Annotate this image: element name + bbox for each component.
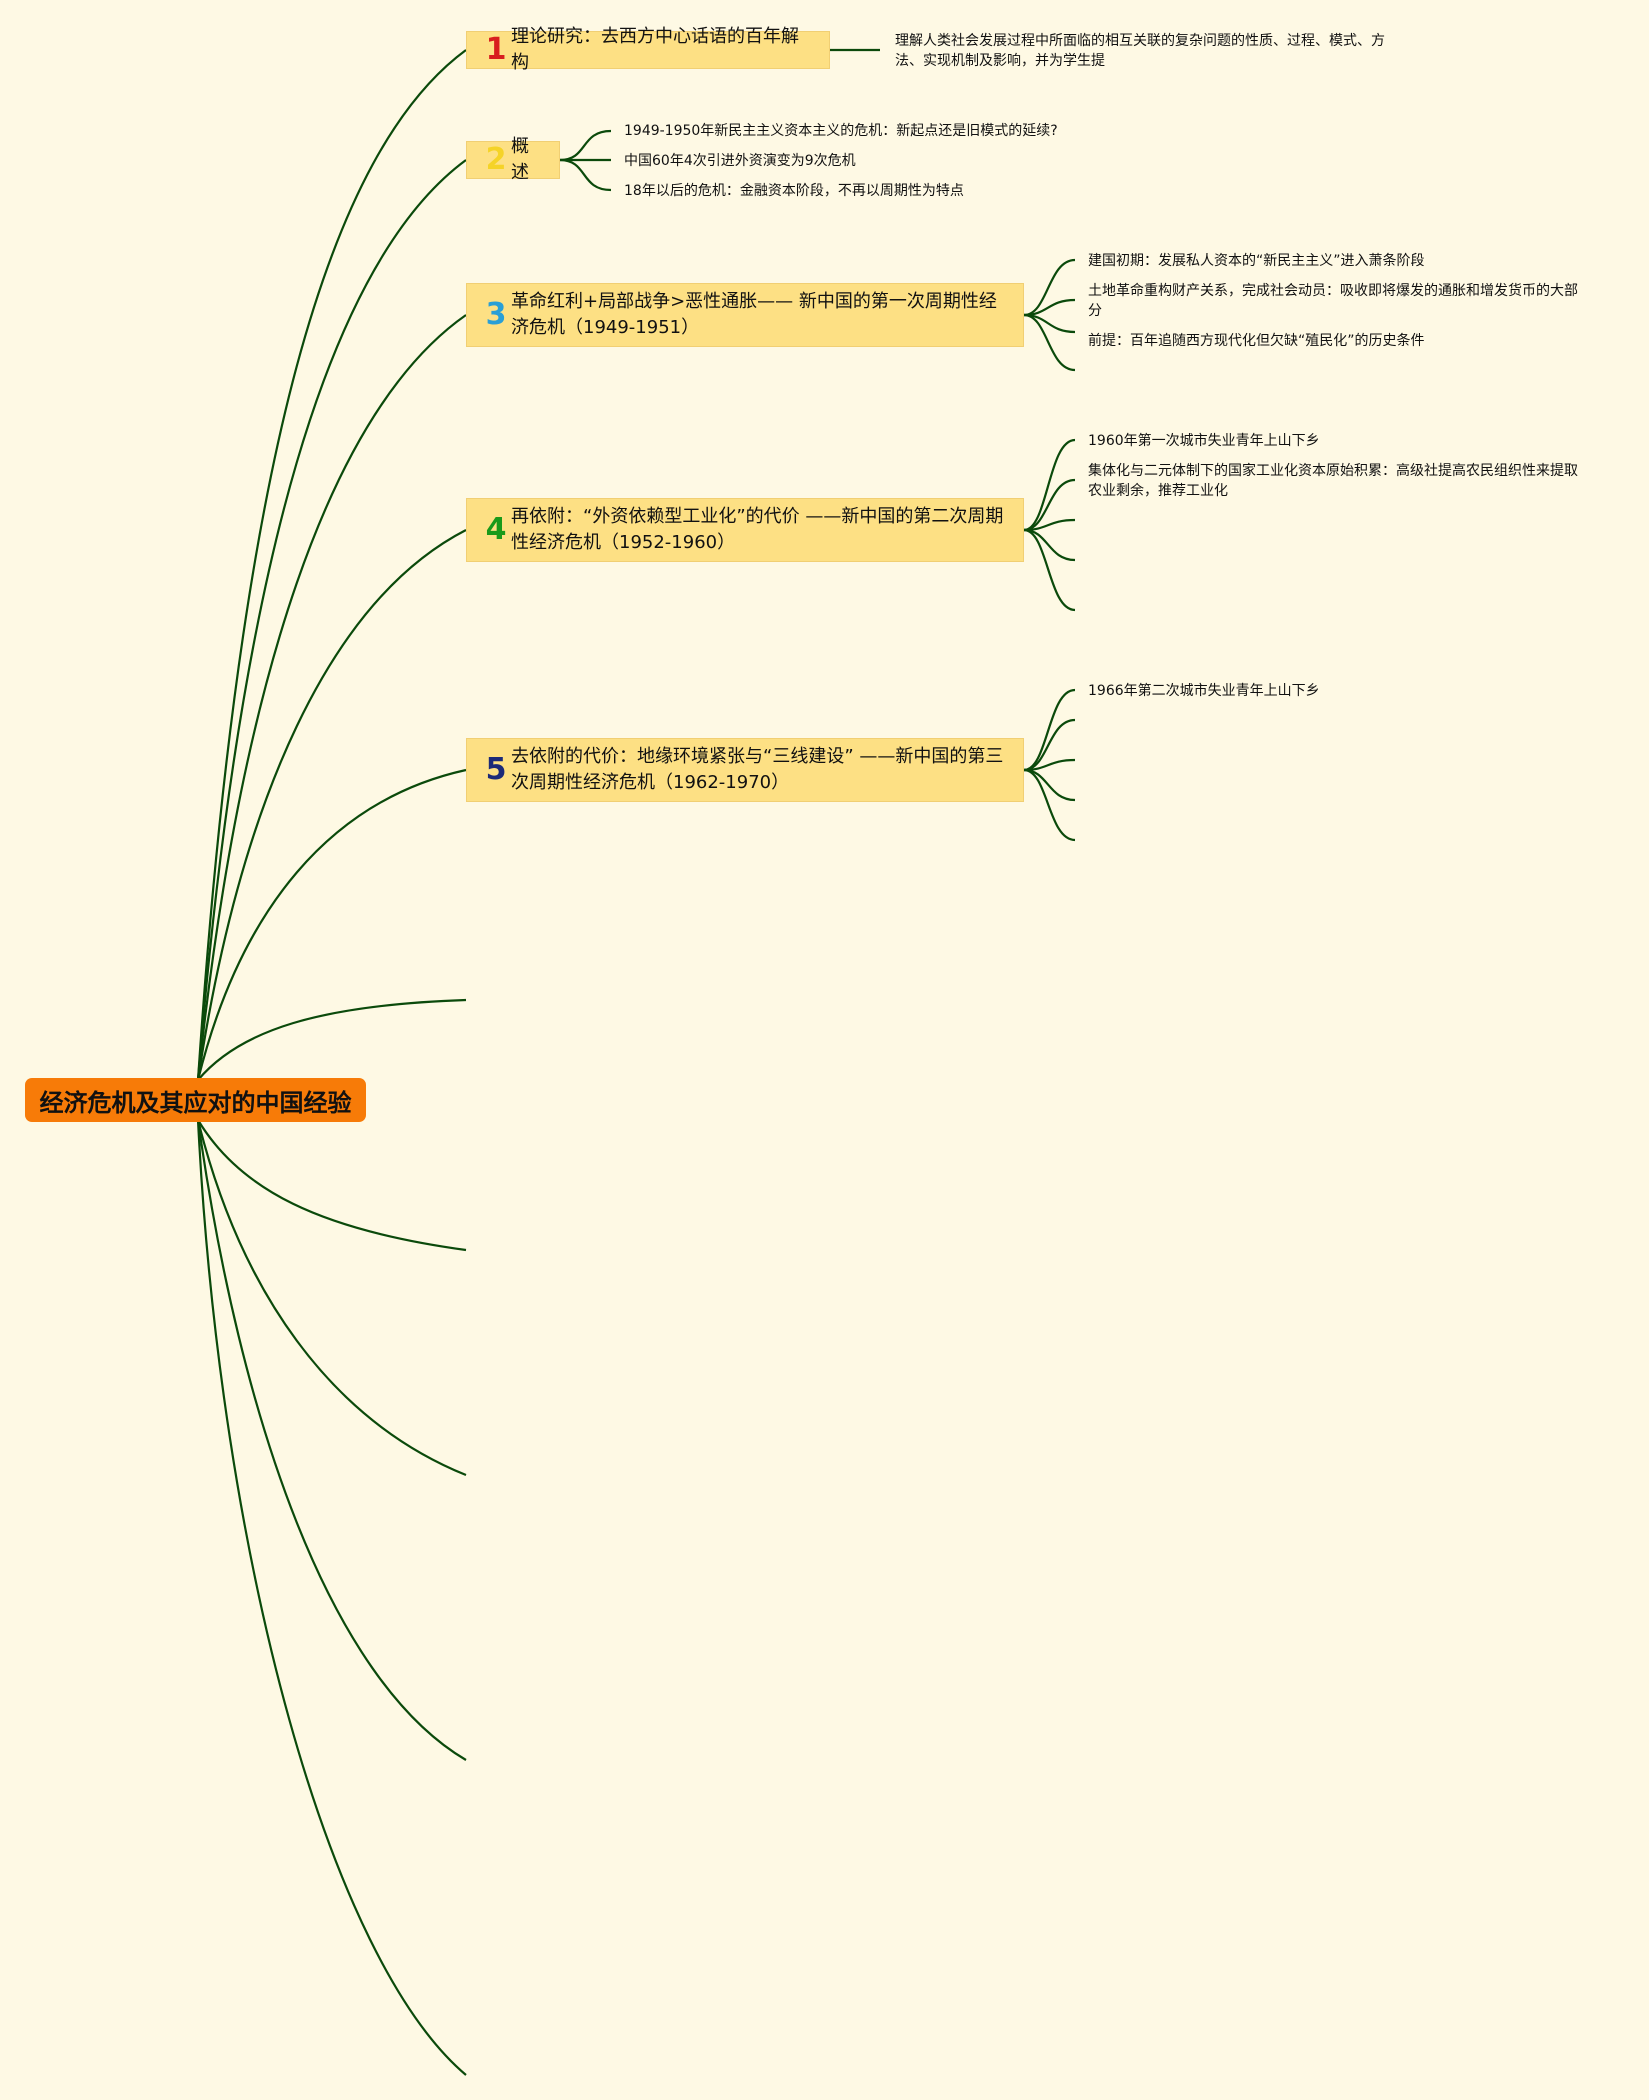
topic-3-child-3[interactable]: 前提：百年追随西方现代化但欠缺“殖民化”的历史条件 (1088, 333, 1425, 349)
root-topic-label: 经济危机及其应对的中国经验 (39, 1088, 352, 1117)
topic-3-child-line-4 (1023, 313, 1076, 372)
topic-5-child-line-1 (1023, 688, 1076, 772)
topic-2[interactable]: 2 概述 (466, 136, 560, 183)
topic-2-child-1[interactable]: 1949-1950年新民主主义资本主义的危机：新起点还是旧模式的延续? (624, 123, 1058, 139)
root-branch-topic-5 (196, 768, 467, 1081)
root-topic[interactable]: 经济危机及其应对的中国经验 (25, 1078, 366, 1122)
topic-1-child-1[interactable]: 理解人类社会发展过程中所面临的相互关联的复杂问题的性质、过程、模式、方法、实现机… (895, 33, 1385, 69)
root-branch-empty-10 (196, 1119, 467, 2076)
topic-4-label: 再依附：“外资依赖型工业化”的代价 ——新中国的第二次周期性经济危机（1952-… (511, 506, 1004, 553)
topic-5-child-line-2 (1023, 718, 1076, 772)
topic-2-child-line-1 (559, 129, 612, 162)
topic-2-child-2[interactable]: 中国60年4次引进外资演变为9次危机 (624, 153, 856, 169)
root-branch-topic-2 (196, 159, 467, 1081)
topic-5-child-line-5 (1023, 768, 1076, 842)
root-branch-topic-4 (196, 529, 467, 1081)
topic-3-label: 革命红利+局部战争>恶性通胀—— 新中国的第一次周期性经济危机（1949-195… (511, 291, 997, 338)
topic-4-child-1[interactable]: 1960年第一次城市失业青年上山下乡 (1088, 433, 1320, 449)
number-1-icon: 1 (485, 32, 507, 67)
topic-5-child-line-4 (1023, 768, 1076, 802)
root-branch-empty-6 (197, 998, 467, 1081)
topic-3[interactable]: 3 革命红利+局部战争>恶性通胀—— 新中国的第一次周期性经济危机（1949-1… (466, 283, 1024, 347)
topic-3-child-2[interactable]: 土地革命重构财产关系，完成社会动员：吸收即将爆发的通胀和增发货币的大部分 (1088, 283, 1578, 319)
topic-4[interactable]: 4 再依附：“外资依赖型工业化”的代价 ——新中国的第二次周期性经济危机（195… (466, 498, 1024, 562)
number-3-icon: 3 (485, 297, 507, 332)
topic-5-child-1[interactable]: 1966年第二次城市失业青年上山下乡 (1088, 683, 1320, 699)
topic-5-child-line-3 (1023, 758, 1076, 772)
topic-2-child-3[interactable]: 18年以后的危机：金融资本阶段，不再以周期性为特点 (624, 183, 964, 199)
root-branch-empty-7 (197, 1119, 467, 1252)
root-branch-empty-9 (196, 1119, 467, 1761)
topic-5[interactable]: 5 去依附的代价：地缘环境紧张与“三线建设” ——新中国的第三次周期性经济危机（… (466, 738, 1024, 802)
topic-4-child-line-1 (1023, 438, 1076, 532)
topic-4-child-line-5 (1023, 528, 1076, 612)
topic-2-label: 概述 (511, 136, 529, 183)
topic-5-label: 去依附的代价：地缘环境紧张与“三线建设” ——新中国的第三次周期性经济危机（19… (511, 746, 1004, 793)
topic-1[interactable]: 1 理论研究：去西方中心话语的百年解构 (466, 26, 830, 73)
topic-1-label: 理论研究：去西方中心话语的百年解构 (511, 26, 799, 73)
number-4-icon: 4 (485, 512, 507, 547)
root-branch-topic-1 (196, 49, 467, 1081)
number-5-icon: 5 (485, 752, 507, 787)
root-branch-topic-3 (196, 314, 467, 1081)
topic-2-child-line-3 (559, 158, 612, 192)
number-2-icon: 2 (485, 142, 507, 177)
topic-3-child-line-1 (1023, 258, 1076, 317)
topic-4-child-2[interactable]: 集体化与二元体制下的国家工业化资本原始积累：高级社提高农民组织性来提取农业剩余，… (1088, 463, 1578, 499)
root-branch-empty-8 (196, 1119, 467, 1477)
topic-3-child-1[interactable]: 建国初期：发展私人资本的“新民主主义”进入萧条阶段 (1088, 253, 1425, 269)
topic-4-child-line-2 (1023, 478, 1076, 532)
